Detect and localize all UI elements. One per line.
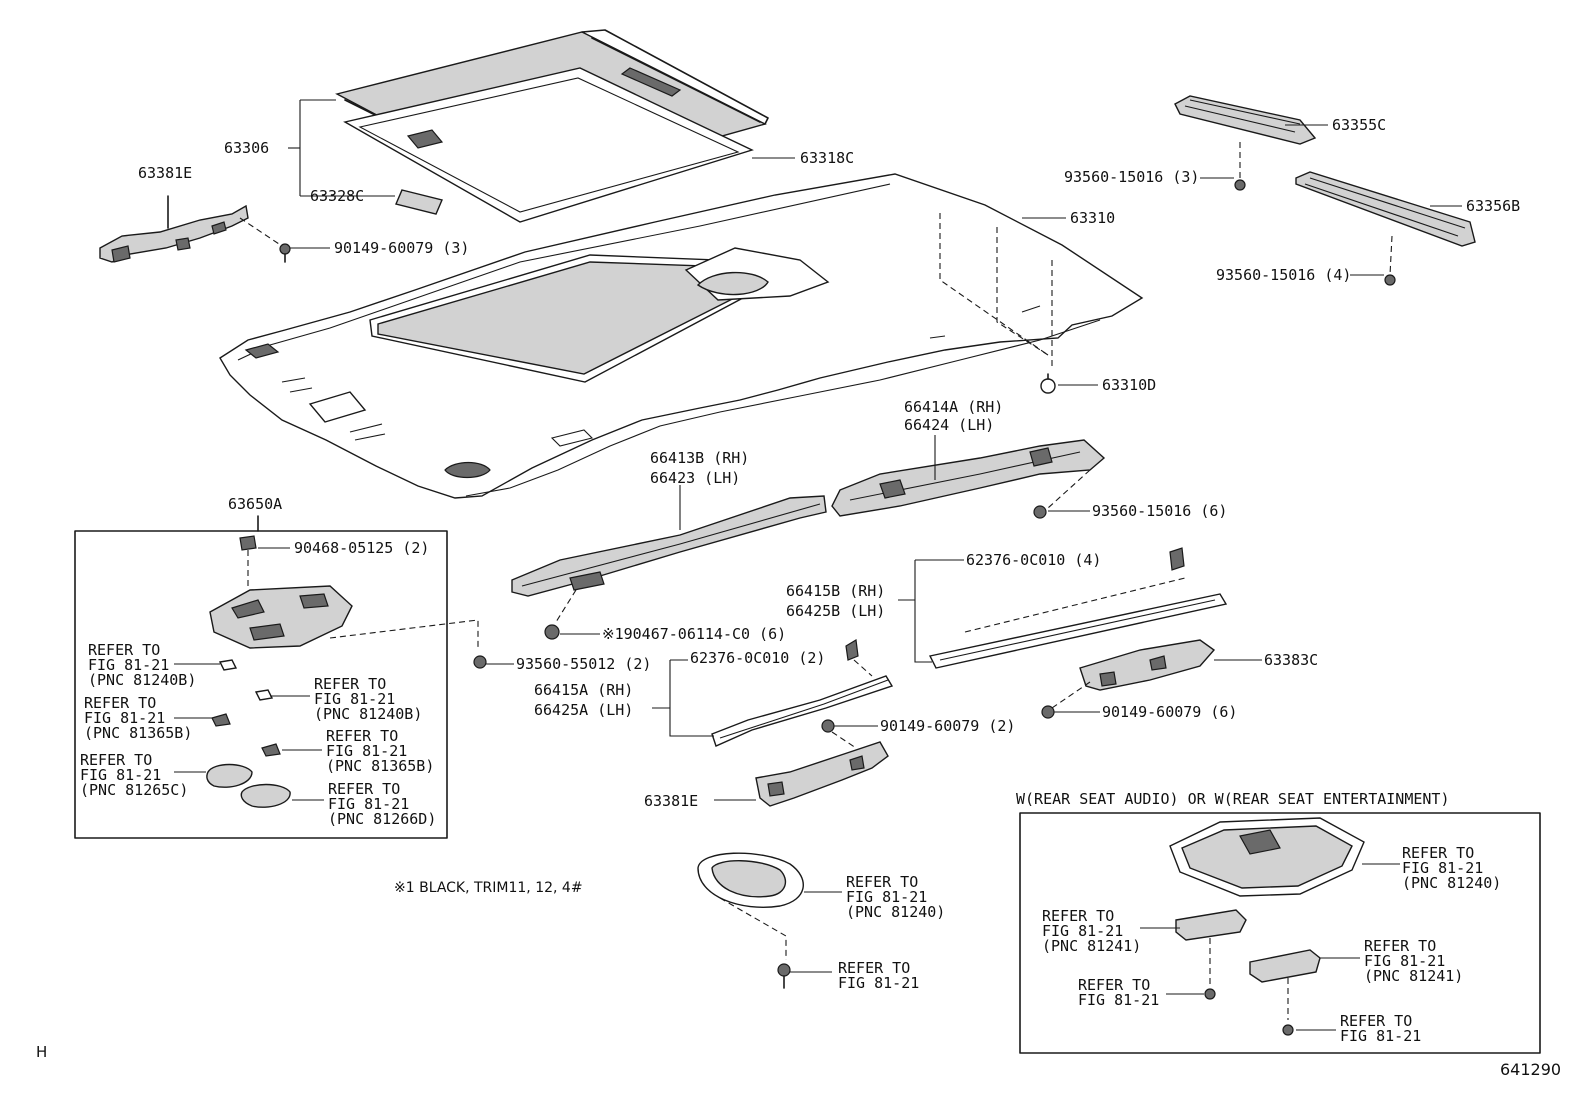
- sunroof-trim-frame-63318c: [343, 67, 754, 223]
- label-63381e-top: 63381E: [138, 164, 193, 182]
- label-63306: 63306: [224, 139, 270, 157]
- label-66425a: 66425A (LH): [534, 701, 634, 719]
- label-66425b: 66425B (LH): [786, 602, 886, 620]
- label-63650a: 63650A: [228, 495, 283, 513]
- refer-note-81266d: REFER TO FIG 81-21 (PNC 81266D): [328, 780, 437, 828]
- label-66414a: 66414A (RH): [904, 398, 1004, 416]
- label-63310: 63310: [1070, 209, 1116, 227]
- figure-number: 641290: [1500, 1060, 1562, 1079]
- rail-66413b: [511, 495, 827, 640]
- refer-note-option-screw-right: REFER TO FIG 81-21: [1340, 1012, 1422, 1045]
- screw-90149-60079-top: [239, 217, 291, 263]
- refer-note-option-screw-left: REFER TO FIG 81-21: [1078, 976, 1160, 1009]
- refer-note-81265c: REFER TO FIG 81-21 (PNC 81265C): [80, 751, 189, 799]
- dashed-clip-lines-63310d: [939, 213, 1056, 394]
- label-93560-55012-2: 93560-55012 (2): [516, 655, 652, 673]
- refer-note-screw: REFER TO FIG 81-21: [838, 959, 920, 992]
- rail-66414a: [831, 439, 1106, 519]
- label-93560-15016-4: 93560-15016 (4): [1216, 266, 1352, 284]
- label-66424: 66424 (LH): [904, 416, 995, 434]
- label-63310d: 63310D: [1102, 376, 1157, 394]
- roof-headliner-63310: [219, 173, 1144, 499]
- label-66415a: 66415A (RH): [534, 681, 634, 699]
- label-90149-60079-6: 90149-60079 (6): [1102, 703, 1238, 721]
- refer-note-81240b-left: REFER TO FIG 81-21 (PNC 81240B): [88, 641, 197, 689]
- label-63328c: 63328C: [310, 187, 365, 205]
- label-63355c: 63355C: [1332, 116, 1387, 134]
- label-90467-06114: ※190467-06114-C0 (6): [602, 625, 787, 643]
- dome-lamp-81240: [697, 852, 804, 989]
- label-66415b: 66415B (RH): [786, 582, 886, 600]
- label-63356b: 63356B: [1466, 197, 1521, 215]
- label-90149-60079-2: 90149-60079 (2): [880, 717, 1016, 735]
- leader-lines: [174, 99, 1462, 1031]
- refer-note-81240-option: REFER TO FIG 81-21 (PNC 81240): [1402, 844, 1502, 892]
- footnote: ※1 BLACK, TRIM11, 12, 4#: [394, 880, 583, 896]
- clip-63328c: [395, 189, 443, 215]
- refer-note-81365b-left: REFER TO FIG 81-21 (PNC 81365B): [84, 694, 193, 742]
- label-93560-15016-3: 93560-15016 (3): [1064, 168, 1200, 186]
- label-63318c: 63318C: [800, 149, 855, 167]
- refer-note-81241-left: REFER TO FIG 81-21 (PNC 81241): [1042, 907, 1142, 955]
- bracket-63381e-bottom: [755, 719, 889, 807]
- console-box-63650a: [74, 515, 487, 839]
- pad-63355c: [1174, 95, 1317, 191]
- strip-66415b: [928, 547, 1228, 669]
- option-box-title: W(REAR SEAT AUDIO) OR W(REAR SEAT ENTERT…: [1016, 790, 1450, 808]
- label-62376-0c010-2: 62376-0C010 (2): [690, 649, 826, 667]
- label-63383c: 63383C: [1264, 651, 1319, 669]
- pad-63356b: [1295, 171, 1476, 286]
- refer-note-81240-dome: REFER TO FIG 81-21 (PNC 81240): [846, 873, 946, 921]
- label-93560-15016-6: 93560-15016 (6): [1092, 502, 1228, 520]
- refer-note-81240b-right: REFER TO FIG 81-21 (PNC 81240B): [314, 675, 423, 723]
- refer-note-81365b-right: REFER TO FIG 81-21 (PNC 81365B): [326, 727, 435, 775]
- bracket-63381e-top: [99, 195, 249, 263]
- strip-66415a: [711, 639, 894, 747]
- bracket-63383c: [1041, 639, 1216, 719]
- label-66423: 66423 (LH): [650, 469, 741, 487]
- label-90149-60079-3: 90149-60079 (3): [334, 239, 470, 257]
- label-63381e-bottom: 63381E: [644, 792, 699, 810]
- label-66413b: 66413B (RH): [650, 449, 750, 467]
- rear-seat-option-box: [1019, 812, 1541, 1054]
- label-90468-05125-2: 90468-05125 (2): [294, 539, 430, 557]
- label-62376-0c010-4: 62376-0C010 (4): [966, 551, 1102, 569]
- corner-letter: H: [36, 1043, 48, 1061]
- refer-note-81241-right: REFER TO FIG 81-21 (PNC 81241): [1364, 937, 1464, 985]
